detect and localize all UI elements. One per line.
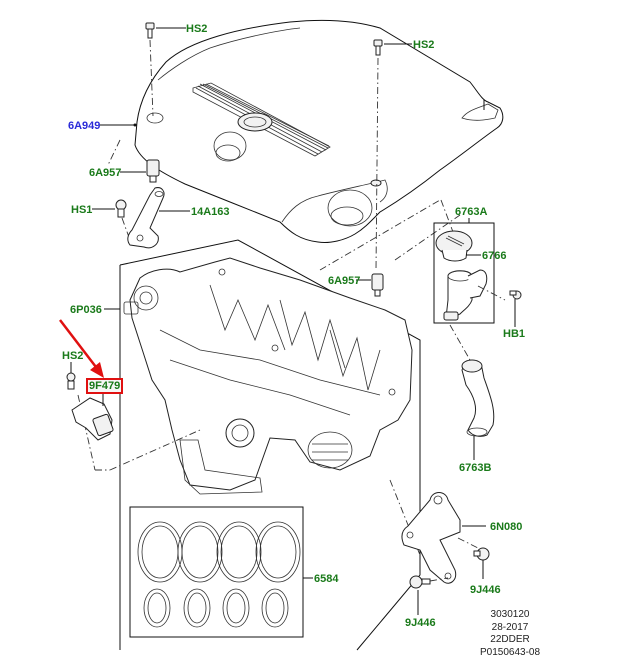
callout-hb1[interactable]: HB1	[503, 328, 525, 340]
highlight-arrow-icon	[60, 320, 104, 378]
callout-9f479-highlighted[interactable]: 9F479	[88, 380, 121, 392]
callout-6a957-left[interactable]: 6A957	[89, 167, 121, 179]
callout-hs2-sensor[interactable]: HS2	[62, 350, 83, 362]
filler-cap-6766[interactable]	[436, 231, 472, 261]
callout-6763b[interactable]: 6763B	[459, 462, 491, 474]
bolt-hs1[interactable]	[116, 200, 126, 217]
filler-neck[interactable]	[444, 270, 487, 320]
bolt-9j446-right[interactable]	[474, 548, 489, 560]
gasket-small-row	[144, 589, 288, 627]
reference-line-1: 3030120	[465, 609, 555, 622]
callout-6584[interactable]: 6584	[314, 573, 338, 585]
grommet-6a957-left[interactable]	[147, 160, 159, 182]
grommet-6a957-center[interactable]	[372, 274, 383, 296]
bolt-hb1[interactable]	[510, 291, 521, 299]
breather-hose-6763b[interactable]	[462, 360, 494, 436]
bolt-hs2-top-left[interactable]	[146, 23, 154, 38]
gasket-large-row	[138, 522, 300, 582]
callout-14a163[interactable]: 14A163	[191, 206, 230, 218]
gasket-kit-6584[interactable]	[130, 507, 303, 637]
reference-line-3: 22DDER	[465, 634, 555, 647]
callout-6p036[interactable]: 6P036	[70, 304, 102, 316]
bolt-9j446-left[interactable]	[410, 576, 430, 588]
callout-6a957-center[interactable]: 6A957	[328, 275, 360, 287]
callout-6a949[interactable]: 6A949	[68, 120, 100, 132]
mount-bracket-6n080[interactable]	[402, 493, 460, 584]
bolt-hs2-sensor[interactable]	[67, 373, 75, 389]
callout-9j446-left[interactable]: 9J446	[405, 617, 436, 629]
reference-block: 3030120 28-2017 22DDER P0150643-08	[465, 609, 555, 659]
sensor-9f479[interactable]	[72, 398, 114, 440]
reference-line-2: 28-2017	[465, 622, 555, 635]
callout-6n080[interactable]: 6N080	[490, 521, 522, 533]
reference-line-4: P0150643-08	[465, 647, 555, 659]
callout-hs2-top-left[interactable]: HS2	[186, 23, 207, 35]
callout-hs2-top-right[interactable]: HS2	[413, 39, 434, 51]
intake-manifold[interactable]	[124, 258, 412, 494]
bracket-14a163[interactable]	[128, 188, 164, 248]
callout-6763a[interactable]: 6763A	[455, 206, 487, 218]
bolt-hs2-top-right[interactable]	[374, 40, 382, 55]
callout-hs1[interactable]: HS1	[71, 204, 92, 216]
callout-6766[interactable]: 6766	[482, 250, 506, 262]
callout-9j446-right[interactable]: 9J446	[470, 584, 501, 596]
